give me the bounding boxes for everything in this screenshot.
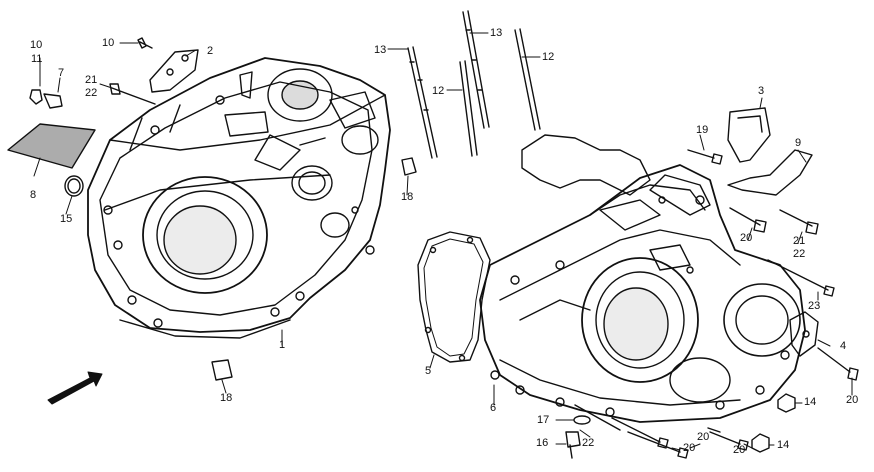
- callout-13-left: 13: [374, 44, 387, 56]
- callout-10: 10: [30, 39, 43, 51]
- breather-cover: [727, 107, 771, 163]
- callout-16: 16: [536, 437, 549, 449]
- callout-22-left: 22: [85, 87, 98, 99]
- callout-8: 8: [30, 189, 37, 201]
- callout-15: 15: [60, 213, 73, 225]
- crankcase-gasket: [417, 231, 491, 363]
- callout-17: 17: [537, 414, 550, 426]
- cover-plate: [149, 49, 199, 93]
- leader-lines: [33, 32, 853, 451]
- callout-19: 19: [696, 124, 709, 136]
- callout-21-right: 21: [793, 235, 806, 247]
- callout-21-left: 21: [85, 74, 98, 86]
- callout-20-right: 20: [846, 394, 859, 406]
- callout-3: 3: [758, 85, 765, 97]
- callout-4: 4: [840, 340, 847, 352]
- right-crankcase-half: [479, 164, 806, 423]
- callout-22-right: 22: [793, 248, 806, 260]
- callout-12-left: 12: [432, 85, 445, 97]
- callout-20-lower-b: 20: [697, 431, 710, 443]
- callout-11: 11: [31, 53, 43, 65]
- callout-22-lower: 22: [582, 437, 595, 449]
- callout-14-upper: 14: [804, 396, 817, 408]
- callout-2: 2: [207, 45, 214, 57]
- callout-9: 9: [795, 137, 802, 149]
- callout-18-lower: 18: [220, 392, 233, 404]
- oil-screen: [7, 123, 96, 169]
- callout-20-upper: 20: [740, 232, 753, 244]
- fwd-arrow: [47, 371, 103, 405]
- callout-10-bolt: 10: [102, 37, 115, 49]
- callout-7: 7: [58, 67, 65, 79]
- callout-18-upper: 18: [401, 191, 414, 203]
- callout-6: 6: [490, 402, 497, 414]
- stud-bolts: [407, 10, 541, 159]
- callout-13-right: 13: [490, 27, 503, 39]
- left-crankcase-half: [87, 57, 391, 339]
- callout-20-lower-a: 20: [683, 442, 696, 454]
- callout-20-lower-c: 20: [733, 444, 746, 456]
- callout-12-right: 12: [542, 51, 555, 63]
- callout-23: 23: [808, 300, 821, 312]
- callout-14-lower: 14: [777, 439, 790, 451]
- callout-1: 1: [279, 339, 286, 351]
- callout-5: 5: [425, 365, 432, 377]
